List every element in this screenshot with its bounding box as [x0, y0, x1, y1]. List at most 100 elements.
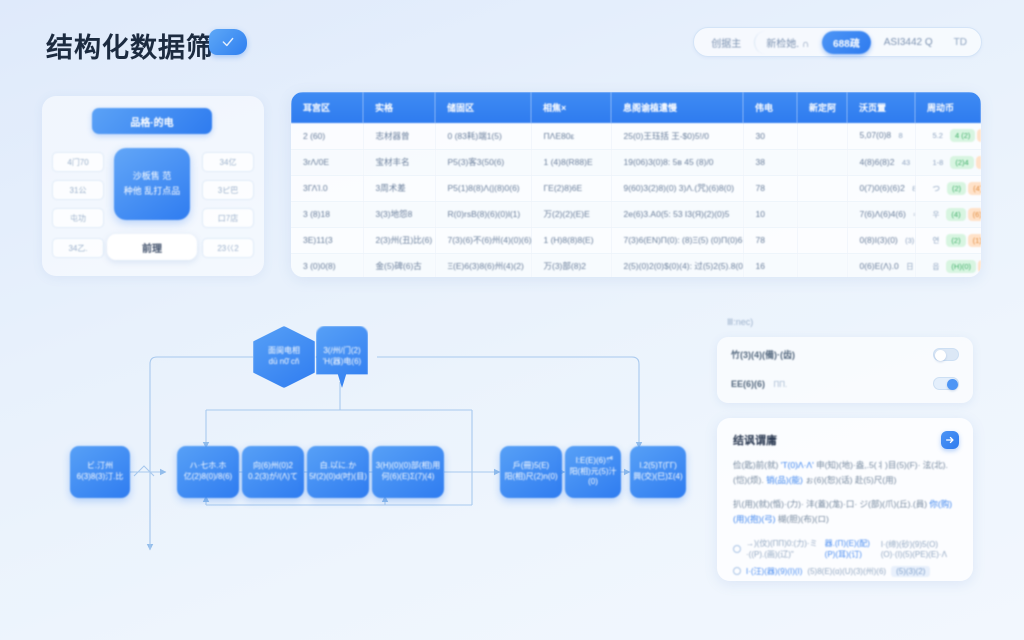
cell-value-tag: 8	[898, 131, 903, 141]
col-header-3[interactable]: 相焦×	[531, 92, 611, 123]
flow-node-5[interactable]: 戶(冊)5(Ε) 阳(相)尺(2)n(0)	[500, 446, 562, 498]
top-nav: 创据主 新检她. ∩ 688疏 ASI3442 Q TD	[693, 27, 982, 57]
cell-id: 3 (0)0(8)	[291, 253, 364, 277]
nav-item-1[interactable]: 新检她. ∩	[754, 30, 820, 54]
filter-chip-left-2[interactable]: 屯功	[52, 208, 104, 228]
info-card: 结讽谓庸 俭(匙)前(就) 'T(0)Λ·Λ' 申(知)(地)·盎,.5(丬)目…	[717, 418, 973, 581]
status-badge[interactable]: つ	[932, 183, 941, 193]
cell-count: 38	[743, 149, 798, 176]
filter-chip-right-0[interactable]: 34亿	[202, 152, 254, 172]
arrow-icon[interactable]	[941, 431, 959, 449]
filter-chip-right-1[interactable]: 3ピ巴	[202, 180, 254, 200]
cell-detail: 25(0)王珏括 王-$0)5!/0	[611, 123, 744, 150]
flow-node-3[interactable]: 白.以゙に.か 5ř(2)(0)d(吋)(目)	[307, 446, 369, 498]
footer-0-link[interactable]: 器.(Π)(Ε)(配)(Ρ)(耳)(订)	[824, 538, 870, 559]
status-badge[interactable]: 4 (2)	[949, 129, 976, 143]
flow-node-2[interactable]: 向(6)州(0)2 0.2(3)が/(Λ)て	[242, 446, 304, 498]
toggle-switch-1[interactable]	[933, 376, 959, 390]
col-header-1[interactable]: 实格	[363, 92, 435, 123]
cell-type: 万(3)部(8)2	[531, 253, 612, 277]
footer-1-tag2: (5)(3)(2)	[891, 565, 931, 577]
filter-apply-button[interactable]: 前理	[107, 234, 197, 260]
col-header-7[interactable]: 沃页置	[847, 92, 915, 123]
status-badge[interactable]: (Η)(0)	[946, 259, 976, 273]
flow-node-2-line2: 0.2(3)が/(Λ)て	[248, 472, 298, 481]
flow-node-7-line2: 興(交)(巳)Σ(4)	[633, 472, 683, 481]
cell-empty	[797, 123, 848, 150]
flow-hex-node-0[interactable]: 面阆电相 dū n0̄ cň	[253, 326, 315, 388]
p2-part-b: 楜(胆)(布)(ロ)	[777, 513, 829, 524]
status-badge[interactable]: (2)(0)	[977, 259, 981, 273]
toggle-switch-0[interactable]	[933, 348, 959, 361]
cell-value-text: 0(6)Ε(Λ).0	[859, 260, 899, 271]
cell-name: 金(5)碑(6)古	[363, 253, 436, 277]
filter-panel-center-card[interactable]: 沙板售 范 种他 乱打点品	[114, 148, 190, 220]
nav-item-2[interactable]: 688疏	[822, 30, 871, 54]
status-badge[interactable]: 1-8	[932, 157, 944, 167]
nav-extra-label[interactable]: TD	[953, 36, 967, 48]
settings-toggle-card: 竹(3)(4)(備)·(齿) ΕΕ(6)(6) ΠΠ.	[717, 337, 973, 403]
nav-item-3[interactable]: ASI3442 Q	[883, 36, 933, 48]
col-header-4[interactable]: 息阁谕植遣慢	[611, 92, 743, 123]
data-table: 耳宫区 实格 储固区 相焦× 息阁谕植遣慢 伟电 新定阿 沃页置 周动币 2 (…	[291, 92, 981, 277]
status-badge[interactable]: 우	[932, 209, 940, 219]
flow-node-1[interactable]: ハ·七ホ.ホ 亿(2)8(0)/8(6)	[177, 446, 239, 498]
status-badge[interactable]: (4)2	[975, 155, 981, 169]
status-badge[interactable]: (4)	[968, 181, 981, 195]
toggle-row-1[interactable]: ΕΕ(6)(6) ΠΠ.	[731, 374, 959, 392]
filter-panel-header-button[interactable]: 品格·的电	[92, 108, 212, 134]
status-badge[interactable]: (2)	[947, 181, 967, 195]
info-card-footer-row-0[interactable]: →)(伩)(ΠΠ)0:(力)·ミ·((Ρ).(画)(辽)" 器.(Π)(Ε)(配…	[733, 538, 957, 560]
nav-item-0[interactable]: 创据主	[711, 38, 742, 50]
flow-node-7[interactable]: Ι.2(5)Τ(ГΓ) 興(交)(巳)Σ(4)	[630, 446, 686, 498]
status-badge[interactable]: (6)	[967, 207, 981, 221]
status-badge[interactable]: 5.2	[932, 131, 943, 141]
flow-node-0[interactable]: ビ.汀州 6(3)8(3)汀.比	[70, 446, 130, 498]
cell-desc: R(0)rsΒ(8)(6)(0)l(1)	[435, 201, 532, 228]
flow-node-3-line1: 白.以゙に.か	[319, 461, 357, 471]
cell-name: 2(3)州(丑)比(6)	[363, 227, 436, 254]
p1-part-c: ぉ(6)(恕)(话)	[805, 474, 853, 485]
flow-node-6[interactable]: Ι:Ε(Ε)(6)ో 阳(相)元(5)汁(0)	[565, 446, 621, 498]
footer-1-link[interactable]: Ι·(汪)(器)(9)(Ι)(I)	[746, 566, 803, 576]
col-header-0[interactable]: 耳宫区	[291, 92, 363, 123]
cell-value: 5,07(0)8 8	[847, 123, 916, 150]
col-header-2[interactable]: 储固区	[435, 92, 531, 123]
status-badge[interactable]: (2)	[946, 233, 966, 247]
status-badge[interactable]: (4)	[946, 207, 966, 221]
col-header-5[interactable]: 伟电	[743, 92, 797, 123]
status-badge[interactable]: 연	[932, 235, 940, 245]
p1-part-a: 俭(匙)前(就)	[733, 460, 779, 470]
cell-detail: 2(5)(0)2(0)$(0)(4): 过(5)2(5).8(0)(6)	[611, 253, 744, 277]
col-header-6[interactable]: 新定阿	[797, 92, 847, 123]
filter-chip-right-3[interactable]: 23巜2	[202, 238, 254, 258]
cell-value-tag: 43	[901, 157, 911, 167]
cell-value-tag: 8	[907, 182, 914, 195]
cell-value: 0(8)Ι(3)(0) (3)	[847, 227, 916, 254]
toggle-row-0[interactable]: 竹(3)(4)(備)·(齿)	[731, 348, 959, 361]
toggle-row-1-label: ΕΕ(6)(6)	[731, 379, 766, 389]
cell-empty	[797, 227, 848, 254]
pin-node-line1: 3(/州/门(2)	[323, 346, 361, 356]
status-badge[interactable]: 1 (2)	[977, 129, 981, 143]
filter-chip-right-2[interactable]: 口7店	[202, 208, 254, 228]
flow-node-0-line2: 6(3)8(3)汀.比	[76, 472, 124, 481]
flow-node-4[interactable]: 3(Η)(0)(0)部(相)用 何(6)(Ε)Σ(7)(4)	[372, 446, 444, 498]
col-header-8[interactable]: 周动币	[915, 92, 981, 123]
filter-chip-left-1[interactable]: 31公	[52, 180, 104, 200]
flow-node-4-line2: 何(6)(Ε)Σ(7)(4)	[381, 472, 435, 481]
status-badge[interactable]: (2)4	[950, 155, 974, 169]
filter-chip-left-0[interactable]: 4门70	[52, 152, 104, 172]
flow-node-6-line1: Ι:Ε(Ε)(6)ో	[575, 455, 611, 465]
cell-status-badges: 1-8(2)4(4)244(2)	[915, 149, 981, 176]
status-badge[interactable]: 읍	[932, 261, 940, 271]
status-badge[interactable]: (1)	[967, 233, 981, 247]
filter-chip-left-3[interactable]: 34乙.	[52, 238, 104, 258]
info-card-footer-row-1[interactable]: Ι·(汪)(器)(9)(Ι)(I) (5)8(Ε)(ɑ)(U)(3)(州)(6)…	[733, 565, 957, 577]
